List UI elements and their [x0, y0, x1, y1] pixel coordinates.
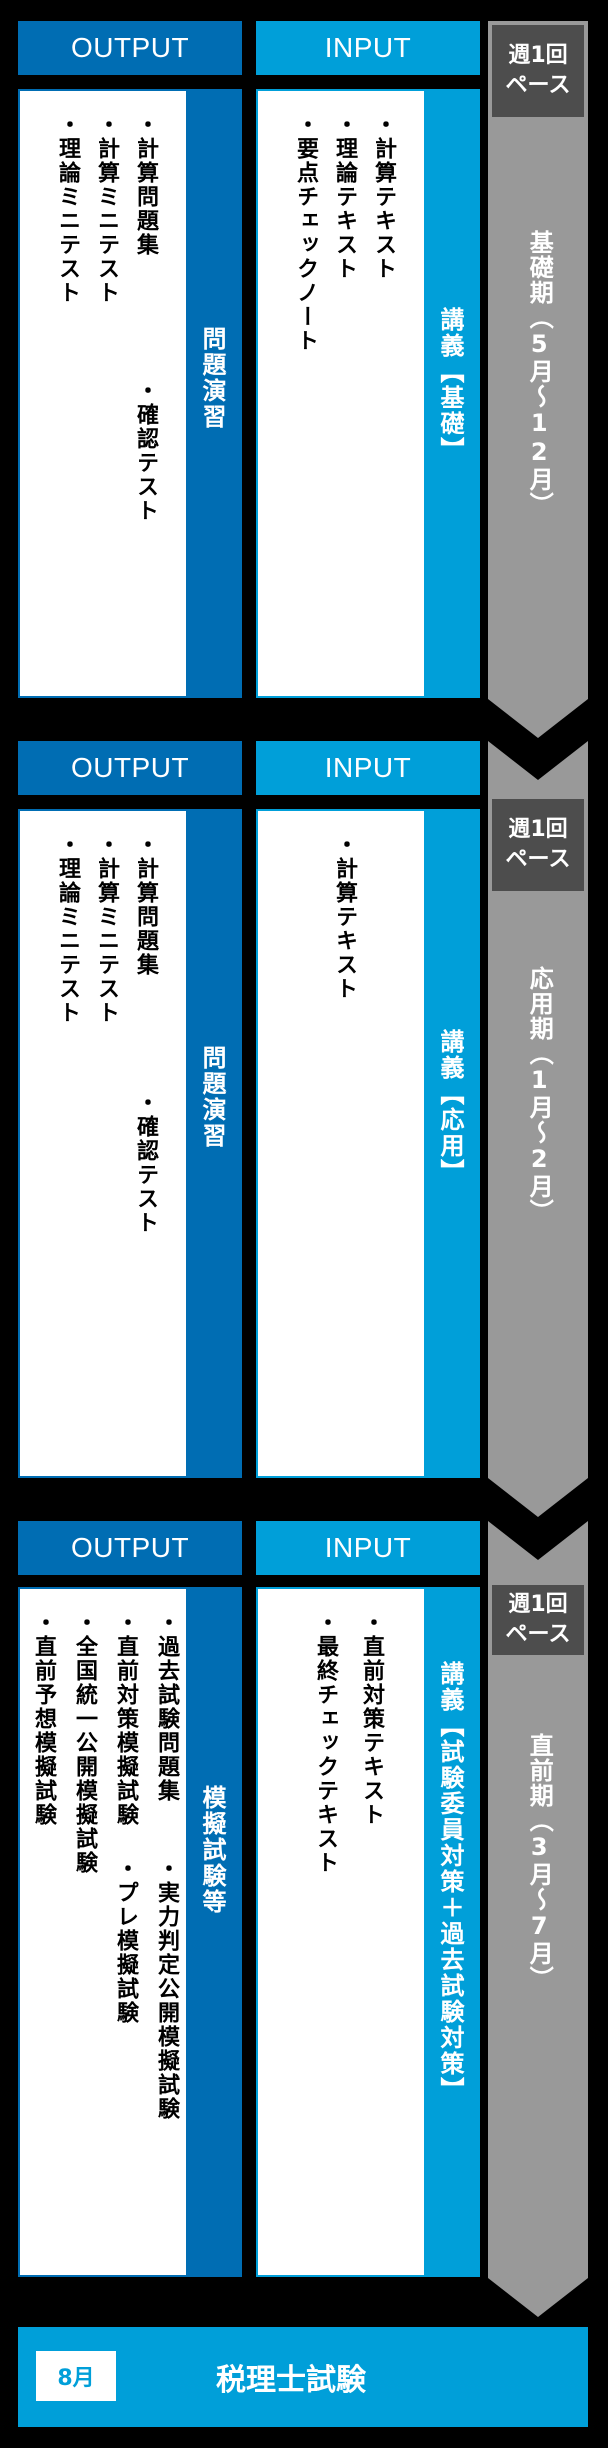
output-item: ・直前対策模擬試験 [113, 1611, 138, 1827]
pace-badge: 週1回 ペース [492, 1585, 584, 1655]
input-item: ・計算テキスト [371, 113, 396, 281]
output-item: ・実力判定公開模擬試験 [154, 1857, 179, 2121]
output-item: ・理論ミニテスト [55, 833, 80, 1025]
output-panel: ・計算問題集 ・計算ミニテスト ・理論ミニテスト ・確認テスト 問題演習 [18, 89, 242, 698]
output-item: ・プレ模擬試験 [113, 1857, 138, 2025]
pace-line-2: ペース [505, 1622, 571, 1647]
output-items-area: ・過去試験問題集 ・直前対策模擬試験 ・全国統一公開模擬試験 ・直前予想模擬試験… [20, 1589, 186, 2275]
exam-month-badge: 8月 [36, 2351, 116, 2401]
output-header: OUTPUT [18, 1521, 242, 1575]
exam-banner: 8月 税理士試験 [18, 2327, 588, 2427]
input-header-label: INPUT [324, 752, 412, 783]
output-category-label: 問題演習 [198, 1045, 226, 1149]
pace-badge: 週1回 ペース [492, 25, 584, 117]
input-header-label: INPUT [324, 32, 412, 63]
exam-title-text: 税理士試験 [216, 2363, 366, 2398]
input-panel: ・直前対策テキスト ・最終チェックテキスト 講義【試験委員対策＋過去試験対策】 [256, 1587, 480, 2277]
input-items-area: ・計算テキスト ・理論テキスト ・要点チェックノート [258, 91, 424, 696]
output-item: ・確認テスト [133, 1091, 158, 1235]
period-arrow [488, 1521, 588, 2317]
period-arrow [488, 741, 588, 1517]
output-item: ・全国統一公開模擬試験 [72, 1611, 97, 1875]
input-category-label: 講義【試験委員対策＋過去試験対策】 [436, 1661, 464, 2103]
input-items-area: ・直前対策テキスト ・最終チェックテキスト [258, 1589, 424, 2275]
input-header: INPUT [256, 21, 480, 75]
output-header: OUTPUT [18, 21, 242, 75]
input-item: ・最終チェックテキスト [313, 1611, 338, 1875]
output-item: ・計算問題集 [133, 113, 158, 257]
output-item: ・理論ミニテスト [55, 113, 80, 305]
pace-line-2: ペース [505, 847, 571, 872]
period-label: 応用期（1月〜2月） [525, 966, 554, 1224]
output-header-label: OUTPUT [70, 32, 190, 63]
input-item: ・要点チェックノート [293, 113, 318, 353]
output-panel: ・計算問題集 ・計算ミニテスト ・理論ミニテスト ・確認テスト 問題演習 [18, 809, 242, 1478]
input-item: ・直前対策テキスト [359, 1611, 384, 1827]
input-category-label: 講義【基礎】 [436, 307, 464, 463]
pace-line-1: 週1回 [508, 817, 568, 843]
exam-month: 8月 [57, 2366, 95, 2391]
period-label: 基礎期（5月〜12月） [525, 230, 554, 517]
input-category-label: 講義【応用】 [436, 1029, 464, 1185]
output-header-label: OUTPUT [70, 1532, 190, 1563]
pace-line-2: ペース [505, 73, 571, 98]
input-item: ・計算テキスト [332, 833, 357, 1001]
output-items-area: ・計算問題集 ・計算ミニテスト ・理論ミニテスト ・確認テスト [20, 91, 186, 696]
exam-title: 税理士試験 [216, 2327, 366, 2427]
input-panel: ・計算テキスト ・理論テキスト ・要点チェックノート 講義【基礎】 [256, 89, 480, 698]
pace-line-1: 週1回 [508, 1592, 568, 1618]
pace-line-1: 週1回 [508, 43, 568, 69]
output-item: ・計算ミニテスト [94, 113, 119, 305]
output-item: ・過去試験問題集 [154, 1611, 179, 1803]
output-item: ・計算ミニテスト [94, 833, 119, 1025]
output-items-area: ・計算問題集 ・計算ミニテスト ・理論ミニテスト ・確認テスト [20, 811, 186, 1476]
input-header: INPUT [256, 1521, 480, 1575]
output-header: OUTPUT [18, 741, 242, 795]
input-item: ・理論テキスト [332, 113, 357, 281]
output-category-label: 模擬試験等 [198, 1785, 226, 1915]
output-item: ・直前予想模擬試験 [31, 1611, 56, 1827]
output-item: ・確認テスト [133, 379, 158, 523]
period-arrow [488, 21, 588, 738]
period-label: 直前期（3月〜7月） [525, 1733, 554, 1991]
output-item: ・計算問題集 [133, 833, 158, 977]
output-header-label: OUTPUT [70, 752, 190, 783]
output-category-label: 問題演習 [198, 326, 226, 430]
pace-badge: 週1回 ペース [492, 799, 584, 891]
input-items-area: ・計算テキスト [258, 811, 424, 1476]
input-panel: ・計算テキスト 講義【応用】 [256, 809, 480, 1478]
input-header: INPUT [256, 741, 480, 795]
input-header-label: INPUT [324, 1532, 412, 1563]
output-panel: ・過去試験問題集 ・直前対策模擬試験 ・全国統一公開模擬試験 ・直前予想模擬試験… [18, 1587, 242, 2277]
